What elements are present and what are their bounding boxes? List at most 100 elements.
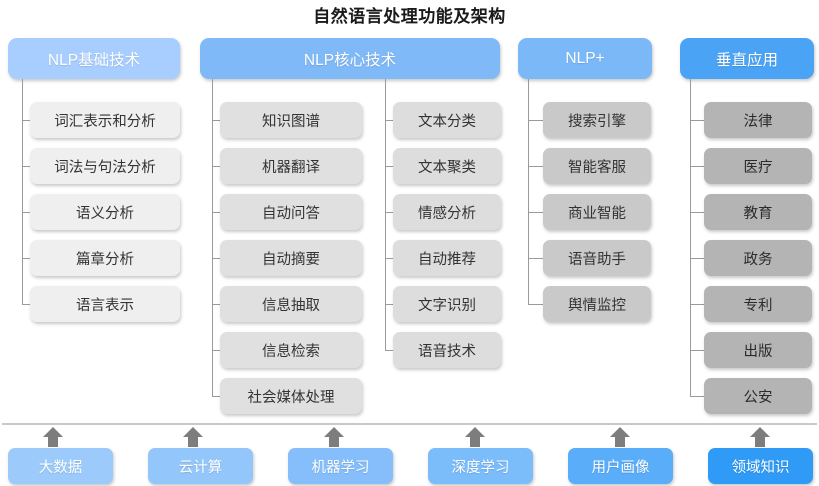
list-item[interactable]: 智能客服: [543, 148, 651, 184]
item-label: 文字识别: [418, 297, 476, 314]
foundation-item[interactable]: 机器学习: [288, 448, 393, 484]
list-item[interactable]: 语音助手: [543, 240, 651, 276]
item-label: 词法与句法分析: [54, 159, 156, 176]
list-item[interactable]: 出版: [704, 332, 812, 368]
foundation-item[interactable]: 深度学习: [428, 448, 533, 484]
column-header-nlp-plus[interactable]: NLP+: [518, 38, 652, 79]
list-item[interactable]: 情感分析: [393, 194, 501, 230]
item-label: 语音技术: [418, 343, 476, 360]
item-label: 舆情监控: [568, 297, 626, 314]
item-label: 自动摘要: [262, 251, 320, 268]
list-item[interactable]: 语言表示: [30, 286, 180, 322]
list-item[interactable]: 文本分类: [393, 102, 501, 138]
trunk-line-col2-right: [385, 79, 386, 350]
item-label: 医疗: [743, 159, 773, 176]
branch-line: [690, 304, 710, 305]
item-label: 语言表示: [76, 297, 134, 314]
item-label: 知识图谱: [262, 113, 320, 130]
trunk-line-col3: [528, 79, 529, 304]
item-label: 信息抽取: [262, 297, 320, 314]
item-label: 机器翻译: [262, 159, 320, 176]
column-header-vertical-apps[interactable]: 垂直应用: [680, 38, 814, 79]
list-item[interactable]: 政务: [704, 240, 812, 276]
list-item[interactable]: 舆情监控: [543, 286, 651, 322]
column-header-label: NLP基础技术: [47, 51, 141, 69]
list-item[interactable]: 教育: [704, 194, 812, 230]
branch-line: [690, 350, 710, 351]
list-item[interactable]: 词汇表示和分析: [30, 102, 180, 138]
item-label: 语音助手: [568, 251, 626, 268]
item-label: 公安: [743, 389, 773, 406]
branch-line: [690, 258, 710, 259]
section-divider: [2, 423, 817, 425]
foundation-label: 领域知识: [731, 459, 790, 476]
foundation-label: 云计算: [178, 459, 223, 476]
column-header-nlp-core[interactable]: NLP核心技术: [200, 38, 500, 79]
arrow-up-icon: [181, 426, 205, 448]
arrow-up-icon: [41, 426, 65, 448]
item-label: 智能客服: [568, 159, 626, 176]
arrow-up-icon: [322, 426, 346, 448]
item-label: 语义分析: [76, 205, 134, 222]
foundation-item[interactable]: 用户画像: [568, 448, 673, 484]
foundation-label: 大数据: [38, 459, 83, 476]
list-item[interactable]: 自动摘要: [220, 240, 362, 276]
item-label: 社会媒体处理: [247, 389, 335, 406]
item-label: 文本聚类: [418, 159, 476, 176]
foundation-label: 用户画像: [591, 459, 650, 476]
list-item[interactable]: 语义分析: [30, 194, 180, 230]
list-item[interactable]: 自动问答: [220, 194, 362, 230]
list-item[interactable]: 信息抽取: [220, 286, 362, 322]
foundation-label: 机器学习: [311, 459, 370, 476]
list-item[interactable]: 医疗: [704, 148, 812, 184]
branch-line: [528, 120, 548, 121]
column-header-label: NLP+: [565, 49, 605, 67]
list-item[interactable]: 法律: [704, 102, 812, 138]
item-label: 自动推荐: [418, 251, 476, 268]
list-item[interactable]: 商业智能: [543, 194, 651, 230]
item-label: 词汇表示和分析: [54, 113, 156, 130]
trunk-line-col2-left: [212, 79, 213, 396]
trunk-line-col1: [22, 79, 23, 304]
branch-line: [690, 396, 710, 397]
foundation-label: 深度学习: [451, 459, 510, 476]
item-label: 篇章分析: [76, 251, 134, 268]
item-label: 政务: [743, 251, 773, 268]
list-item[interactable]: 词法与句法分析: [30, 148, 180, 184]
list-item[interactable]: 篇章分析: [30, 240, 180, 276]
list-item[interactable]: 文本聚类: [393, 148, 501, 184]
item-label: 情感分析: [418, 205, 476, 222]
list-item[interactable]: 语音技术: [393, 332, 501, 368]
item-label: 出版: [743, 343, 773, 360]
list-item[interactable]: 信息检索: [220, 332, 362, 368]
trunk-line-col4: [690, 79, 691, 396]
item-label: 信息检索: [262, 343, 320, 360]
branch-line: [528, 304, 548, 305]
list-item[interactable]: 机器翻译: [220, 148, 362, 184]
branch-line: [690, 212, 710, 213]
arrow-up-icon: [748, 426, 772, 448]
foundation-item[interactable]: 领域知识: [708, 448, 813, 484]
list-item[interactable]: 文字识别: [393, 286, 501, 322]
item-label: 文本分类: [418, 113, 476, 130]
foundation-item[interactable]: 云计算: [148, 448, 253, 484]
branch-line: [528, 166, 548, 167]
list-item[interactable]: 专利: [704, 286, 812, 322]
list-item[interactable]: 公安: [704, 378, 812, 414]
foundation-item[interactable]: 大数据: [8, 448, 113, 484]
item-label: 教育: [743, 205, 773, 222]
branch-line: [690, 120, 710, 121]
column-header-nlp-basic[interactable]: NLP基础技术: [8, 38, 180, 79]
column-header-label: 垂直应用: [715, 51, 778, 69]
list-item[interactable]: 自动推荐: [393, 240, 501, 276]
list-item[interactable]: 知识图谱: [220, 102, 362, 138]
list-item[interactable]: 社会媒体处理: [220, 378, 362, 414]
item-label: 自动问答: [262, 205, 320, 222]
arrow-up-icon: [463, 426, 487, 448]
branch-line: [528, 258, 548, 259]
item-label: 专利: [743, 297, 773, 314]
branch-line: [690, 166, 710, 167]
list-item[interactable]: 搜索引擎: [543, 102, 651, 138]
column-header-label: NLP核心技术: [303, 51, 397, 69]
